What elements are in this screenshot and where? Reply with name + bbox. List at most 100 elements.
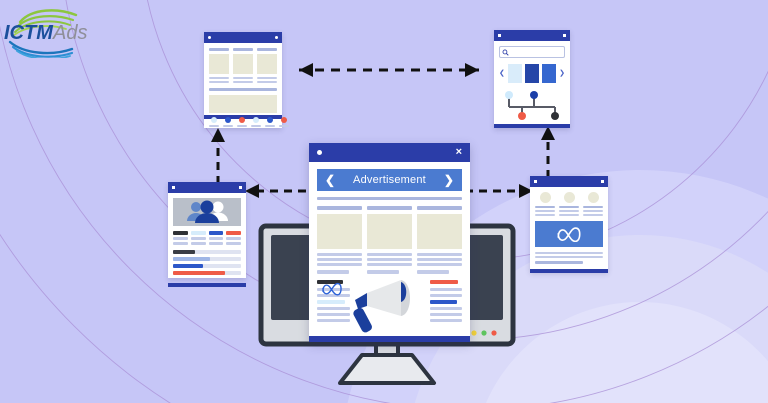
content-column[interactable]: [367, 206, 412, 274]
content-column[interactable]: [317, 206, 362, 274]
node-tree-diagram: [499, 90, 565, 121]
carousel-tile[interactable]: [542, 64, 557, 83]
chip-item[interactable]: [190, 231, 206, 245]
bottom-text-line: [317, 307, 350, 310]
chip-line: [173, 242, 188, 245]
bottom-column-right[interactable]: [429, 280, 462, 322]
meta-browser-window[interactable]: [530, 176, 608, 273]
content-bottom-row: [317, 280, 462, 333]
cards-browser-window[interactable]: [204, 32, 289, 128]
swatch-dot-icon: [267, 117, 273, 123]
status-dot-yellow: [471, 330, 477, 336]
circle-text-line: [559, 210, 579, 212]
swatch-item[interactable]: [223, 117, 233, 127]
swatch-caption-line: [209, 125, 219, 127]
chip-item[interactable]: [173, 231, 188, 245]
meta-infinity-icon: [557, 226, 581, 242]
search-icon: [502, 49, 509, 56]
circle-text-line: [535, 214, 555, 216]
chip-item[interactable]: [226, 231, 241, 245]
logo-text-secondary: Ads: [52, 22, 87, 44]
card-image: [257, 54, 277, 74]
thumbnail-card[interactable]: [209, 48, 229, 83]
bottom-column-left[interactable]: [317, 280, 350, 322]
search-input[interactable]: [499, 46, 565, 58]
swatch-item[interactable]: [237, 117, 247, 127]
bottom-text-line: [429, 307, 462, 310]
bottom-text-line: [429, 319, 462, 322]
card-image: [209, 54, 229, 74]
audience-window-body: [168, 193, 246, 283]
carousel-tile[interactable]: [524, 64, 540, 83]
circle-text-line: [583, 206, 603, 208]
column-text-line: [317, 253, 362, 256]
chip-line: [208, 237, 224, 240]
window-dot-icon: [563, 34, 566, 37]
circle-item[interactable]: [559, 192, 579, 216]
column-title-line: [367, 206, 412, 210]
circle-item[interactable]: [535, 192, 555, 216]
footer-text-line: [535, 261, 583, 264]
window-titlebar: [530, 176, 608, 187]
card-title-line: [209, 48, 229, 51]
card-image: [233, 54, 253, 74]
swatch-caption-line: [265, 125, 275, 127]
metric-bar-dark: [173, 250, 241, 254]
column-text-line: [367, 263, 412, 266]
carousel-tile[interactable]: [507, 64, 522, 83]
search-browser-window[interactable]: ❮ ❯: [494, 30, 570, 128]
footer-text-line: [535, 252, 603, 254]
card-text-line: [257, 77, 277, 79]
window-dot-icon: [534, 180, 537, 183]
window-footer: [168, 283, 246, 287]
chevron-right-icon[interactable]: ❯: [559, 70, 565, 77]
swatch-dot-icon: [253, 117, 259, 123]
circle-item[interactable]: [583, 192, 603, 216]
meta-infinity-icon: [322, 282, 342, 296]
swatch-caption-line: [251, 125, 261, 127]
ictm-ads-logo: ICTM Ads: [4, 9, 87, 58]
card-text-line: [257, 81, 277, 83]
close-icon[interactable]: ×: [455, 146, 462, 158]
audience-browser-window[interactable]: [168, 182, 246, 287]
chip-line: [190, 237, 206, 240]
chip-line: [226, 237, 241, 240]
swatch-caption-line: [223, 125, 233, 127]
swatch-item[interactable]: [209, 117, 219, 127]
thumbnail-card[interactable]: [257, 48, 277, 83]
advertisement-label: Advertisement: [353, 174, 426, 186]
swatch-item[interactable]: [279, 117, 289, 127]
window-titlebar: [494, 30, 570, 41]
chevron-right-icon[interactable]: ❯: [443, 173, 454, 187]
advertisement-banner[interactable]: ❮ Advertisement ❯: [317, 169, 462, 191]
swatch-dot-icon: [239, 117, 245, 123]
column-text-line: [417, 263, 462, 266]
swatch-item[interactable]: [251, 117, 261, 127]
swatch-item[interactable]: [265, 117, 275, 127]
circle-avatar: [587, 192, 599, 203]
circle-text-line: [583, 214, 603, 216]
meta-window-body: [530, 187, 608, 269]
chip-item[interactable]: [208, 231, 224, 245]
footer-text-line: [535, 256, 603, 258]
chevron-left-icon[interactable]: ❮: [325, 173, 336, 187]
column-text-line: [417, 253, 462, 256]
content-column[interactable]: [417, 206, 462, 274]
bottom-chip-dark: [317, 280, 343, 284]
bottom-text-line: [317, 313, 350, 316]
swatch-caption-line: [237, 125, 247, 127]
tile-carousel[interactable]: ❮ ❯: [499, 64, 565, 83]
thumbnail-card[interactable]: [233, 48, 253, 83]
column-text-line: [417, 270, 450, 274]
chevron-left-icon[interactable]: ❮: [499, 70, 505, 77]
metric-bar-list: [173, 250, 241, 275]
circle-text-line: [559, 214, 579, 216]
circle-text-line: [535, 206, 555, 208]
chip-line: [226, 242, 241, 245]
circle-text-line: [583, 210, 603, 212]
node-dark-blue: [530, 91, 538, 99]
advertisement-window[interactable]: × ❮ Advertisement ❯: [309, 143, 470, 342]
avatar: [173, 198, 241, 226]
card-title-line: [257, 48, 277, 51]
